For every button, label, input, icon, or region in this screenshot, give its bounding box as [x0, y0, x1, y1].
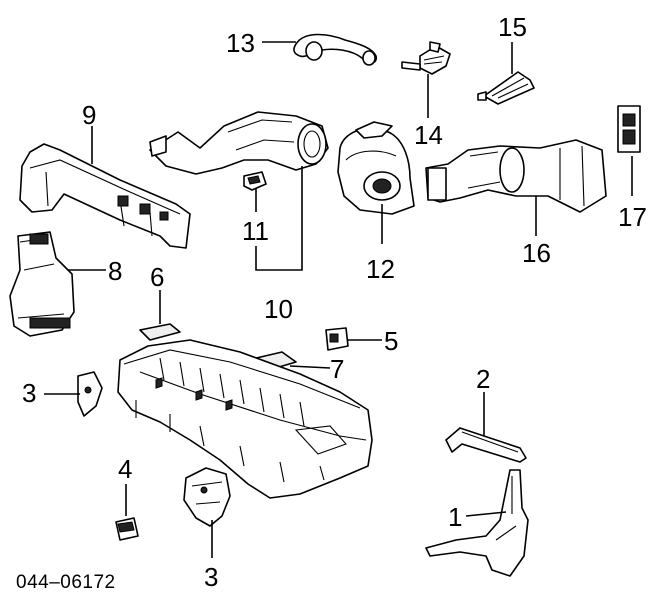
leader-7: [289, 365, 331, 369]
part-13-hose: [293, 33, 378, 66]
leader-1: [465, 511, 507, 517]
callout-3-bottom: 3: [204, 562, 218, 592]
callout-3-left: 3: [22, 378, 36, 408]
callout-17: 17: [618, 202, 647, 232]
callout-13: 13: [226, 28, 255, 58]
part-11-clip: [243, 171, 267, 191]
part-15-bracket: [477, 71, 535, 105]
callout-7: 7: [330, 354, 344, 384]
part-9-duct: [19, 143, 191, 249]
callout-12: 12: [366, 254, 395, 284]
callout-6: 6: [150, 262, 164, 292]
part-8-duct-elbow: [9, 231, 75, 337]
callout-16: 16: [522, 238, 551, 268]
part-5-clip: [325, 327, 349, 351]
drawing-code: 044–06172: [16, 572, 116, 593]
callout-2: 2: [476, 364, 490, 394]
callout-15: 15: [498, 12, 527, 42]
part-3-bracket-bottom: [183, 467, 231, 527]
part-10-intake-duct: [149, 111, 329, 175]
part-6-label: [139, 323, 181, 341]
hvac-housing: [117, 339, 373, 499]
leader-10: [255, 166, 303, 271]
callout-5: 5: [384, 326, 398, 356]
callout-11: 11: [242, 216, 269, 246]
callout-labels: 13 15 14 9 17 11 12 16 8 6 10 5 7 3 2 4 …: [22, 12, 647, 592]
part-3-bracket-left: [77, 371, 103, 417]
callout-4: 4: [118, 454, 132, 484]
callout-9: 9: [82, 100, 96, 130]
part-17-switch: [617, 105, 641, 153]
part-14-sensor: [401, 41, 451, 75]
leader-lines: [44, 41, 633, 558]
part-2-bracket: [445, 427, 527, 463]
callout-1: 1: [448, 502, 462, 532]
callout-10: 10: [264, 294, 293, 324]
callout-14: 14: [414, 120, 443, 150]
part-12-blower-motor: [337, 121, 415, 215]
callout-8: 8: [108, 256, 122, 286]
part-16-flex-duct: [425, 139, 607, 213]
part-1-support: [425, 469, 529, 577]
part-4-pad: [115, 517, 139, 541]
